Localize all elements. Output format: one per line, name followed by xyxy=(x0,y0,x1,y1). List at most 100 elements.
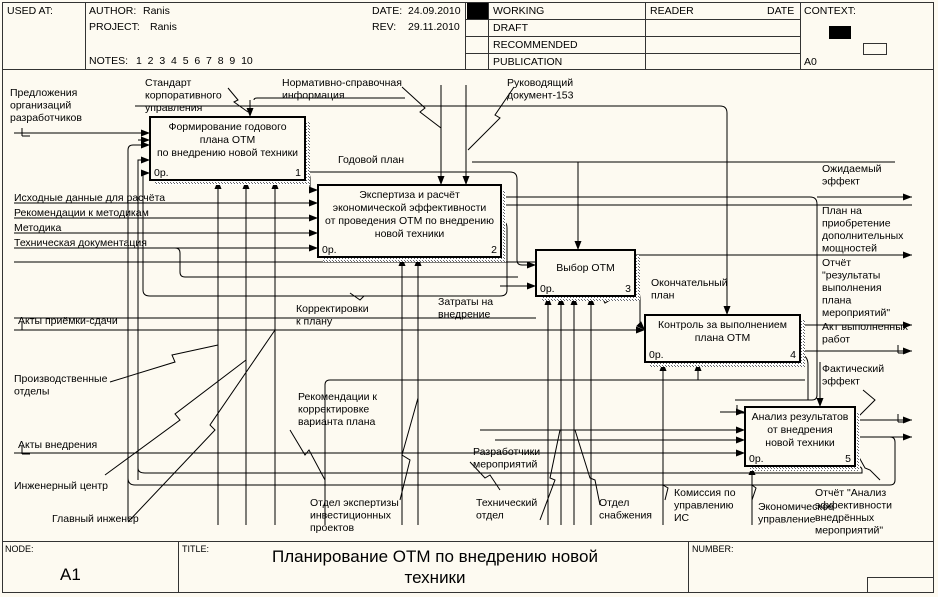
arrow-feedback-2 xyxy=(127,141,150,520)
box-3-number: 3 xyxy=(625,283,631,295)
context-node: A0 xyxy=(804,56,817,68)
label-leader-11 xyxy=(469,461,501,491)
box-1-cost: 0р. xyxy=(154,167,169,179)
arrow-feedback-4 xyxy=(141,169,150,290)
diagram-title-line2: техники xyxy=(404,568,466,587)
tunnel-icon-4 xyxy=(897,345,906,354)
tunnel-icon-6 xyxy=(736,405,745,414)
header-divider xyxy=(2,69,934,70)
arrow-expected-effect-loop xyxy=(501,196,818,401)
status-recommended[interactable]: RECOMMENDED xyxy=(493,39,578,51)
footer-divider xyxy=(2,541,934,542)
status-publication[interactable]: PUBLICATION xyxy=(493,56,563,68)
reader-date-label: DATE xyxy=(767,5,795,17)
box-1-title-line: плана ОТМ xyxy=(200,134,256,146)
label-leader-6 xyxy=(127,329,276,523)
context-label: CONTEXT: xyxy=(804,5,856,17)
arrow-label-method-recs: Рекомендации к методикам xyxy=(14,207,149,219)
box-2-title-line: новой техники xyxy=(375,228,445,240)
arrow-label-annual-plan: Годовой план xyxy=(338,154,404,166)
project-value: Ranis xyxy=(150,21,177,33)
used-at-label: USED AT: xyxy=(7,5,53,17)
diagram-title-line1: Планирование ОТМ по внедрению новой xyxy=(272,547,598,566)
line-normative-branch xyxy=(253,97,405,101)
line-feedback-loop-1 xyxy=(127,436,896,486)
box-3-cost: 0р. xyxy=(540,283,555,295)
arrow-label-impl-acts: Акты внедрения xyxy=(18,439,97,451)
context-box xyxy=(863,43,887,55)
date-label: DATE: xyxy=(372,5,403,17)
label-leader-5 xyxy=(104,359,247,476)
status-draft[interactable]: DRAFT xyxy=(493,22,528,34)
notes-label: NOTES: xyxy=(89,55,129,67)
rev-value: 29.11.2010 xyxy=(408,21,460,33)
box-1-title-line: Формирование годового xyxy=(168,121,286,133)
reader-label: READER xyxy=(650,5,694,17)
box-2-title-line: от проведения ОТМ по внедрению xyxy=(325,215,494,227)
box-5-title-line: Анализ результатов xyxy=(752,411,849,423)
box-2-title-line: Экспертиза и расчёт xyxy=(359,189,460,201)
box-2-number: 2 xyxy=(491,244,497,256)
arrow-annual-plan-box3 xyxy=(305,171,536,269)
status-working[interactable]: WORKING xyxy=(493,5,545,17)
header-sep xyxy=(488,2,489,69)
box-4-title-line: плана ОТМ xyxy=(695,332,751,344)
box-3-title-line: Выбор ОТМ xyxy=(556,262,615,274)
working-status-marker xyxy=(467,3,488,19)
box-5-title-line: от внедрения xyxy=(767,424,832,436)
author-value: Ranis xyxy=(143,5,170,17)
context-parent-box xyxy=(829,26,851,39)
arrow-label-tech-docs: Техническая документация xyxy=(14,237,147,249)
arrows-layer xyxy=(14,85,912,525)
box-5-cost: 0р. xyxy=(749,453,764,465)
label-leader-1 xyxy=(227,87,249,113)
title-label: TITLE: xyxy=(182,544,210,554)
tunnel-icon-5 xyxy=(897,414,906,423)
node-label: NODE: xyxy=(5,544,34,554)
arrow-label-method: Методика xyxy=(14,222,61,234)
tunnel-icon-2 xyxy=(21,322,30,331)
number-label: NUMBER: xyxy=(692,544,734,554)
label-leader-4 xyxy=(109,344,219,383)
label-leader-12 xyxy=(539,429,561,521)
arrow-label-input-data: Исходные данные для расчёта xyxy=(14,192,165,204)
arrow-label-acceptance-acts: Акты приёмки-сдачи xyxy=(18,315,118,327)
box-1-number: 1 xyxy=(295,167,301,179)
box-2-cost: 0р. xyxy=(322,244,337,256)
box-1-title-line: по внедрению новой техники xyxy=(157,147,298,159)
diagram-title: Планирование ОТМ по внедрению новой техн… xyxy=(180,546,690,588)
arrow-label-engineering-center: Инженерный центр xyxy=(14,480,108,492)
header-sep xyxy=(645,2,646,69)
tunnel-icon-3 xyxy=(21,446,30,455)
status-row-line xyxy=(465,36,800,37)
label-leader-16 xyxy=(854,389,876,421)
box-border xyxy=(149,116,306,181)
box-4-title-line: Контроль за выполнением xyxy=(658,319,787,331)
notes-values: 1 2 3 4 5 6 7 8 9 10 xyxy=(136,55,253,67)
box-border xyxy=(644,314,801,363)
label-leader-15 xyxy=(751,480,757,501)
box-border xyxy=(317,184,502,258)
